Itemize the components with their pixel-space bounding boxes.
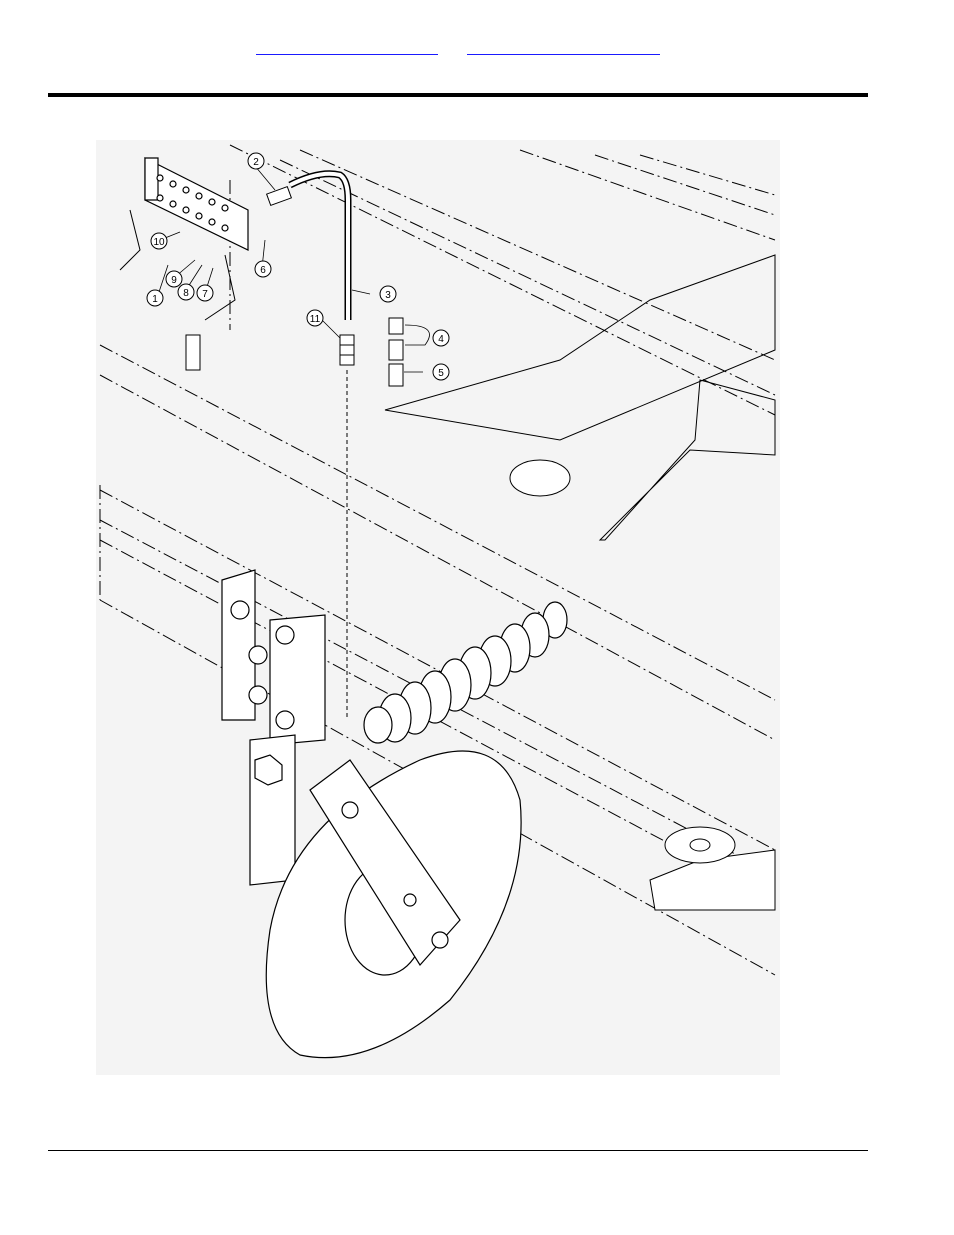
svg-text:10: 10 — [153, 237, 165, 248]
svg-text:6: 6 — [260, 265, 266, 276]
callout-8: 8 — [178, 284, 194, 300]
couplers — [389, 318, 403, 386]
callout-5: 5 — [433, 364, 449, 380]
callout-7: 7 — [197, 285, 213, 301]
callout-1: 1 — [147, 290, 163, 306]
callout-3: 3 — [380, 286, 396, 302]
svg-text:2: 2 — [253, 157, 259, 168]
callout-6: 6 — [255, 261, 271, 277]
svg-text:4: 4 — [438, 334, 444, 345]
footer-rule — [48, 1150, 868, 1151]
svg-text:11: 11 — [310, 314, 321, 325]
callout-10: 10 — [151, 233, 167, 249]
svg-text:8: 8 — [183, 288, 189, 299]
svg-text:3: 3 — [385, 290, 391, 301]
svg-text:5: 5 — [438, 368, 444, 379]
callout-4: 4 — [433, 330, 449, 346]
svg-text:7: 7 — [202, 289, 208, 300]
svg-text:1: 1 — [152, 294, 158, 305]
callout-9: 9 — [166, 271, 182, 287]
svg-text:9: 9 — [171, 275, 177, 286]
callout-11: 11 — [307, 310, 323, 326]
callout-2: 2 — [248, 153, 264, 169]
